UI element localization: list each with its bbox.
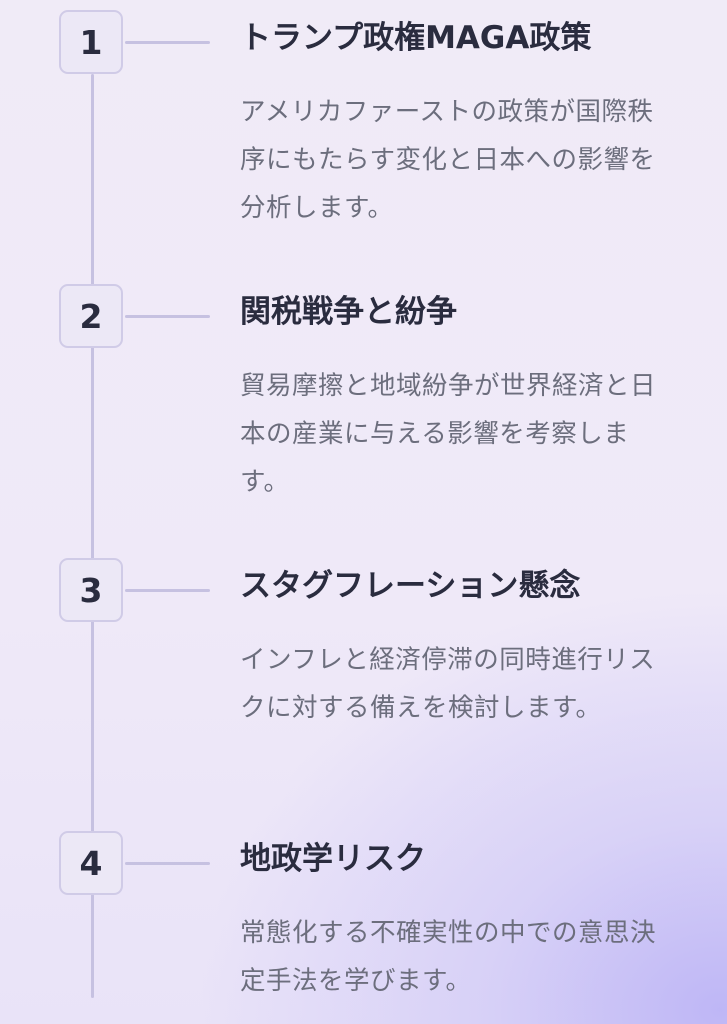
step-title: 関税戦争と紛争 xyxy=(240,294,457,330)
step-connector-line xyxy=(125,589,210,592)
step-description: 常態化する不確実性の中での意思決定手法を学びます。 xyxy=(240,918,657,996)
step-number-badge: 3 xyxy=(59,558,123,622)
step-title: 地政学リスク xyxy=(240,841,426,877)
step-title: スタグフレーション懸念 xyxy=(240,568,581,604)
step-connector-line xyxy=(125,862,210,865)
step-connector-line xyxy=(125,41,210,44)
step-description: アメリカファーストの政策が国際秩序にもたらす変化と日本への影響を分析します。 xyxy=(240,97,656,223)
step-number-badge: 1 xyxy=(59,10,123,74)
step-description: 貿易摩擦と地域紛争が世界経済と日本の産業に与える影響を考察します。 xyxy=(240,371,657,497)
step-description: インフレと経済停滞の同時進行リスクに対する備えを検討します。 xyxy=(240,645,656,723)
timeline-vertical-line xyxy=(91,74,94,998)
step-title: トランプ政権MAGA政策 xyxy=(240,20,592,56)
step-number-badge: 4 xyxy=(59,831,123,895)
step-number-badge: 2 xyxy=(59,284,123,348)
step-connector-line xyxy=(125,315,210,318)
